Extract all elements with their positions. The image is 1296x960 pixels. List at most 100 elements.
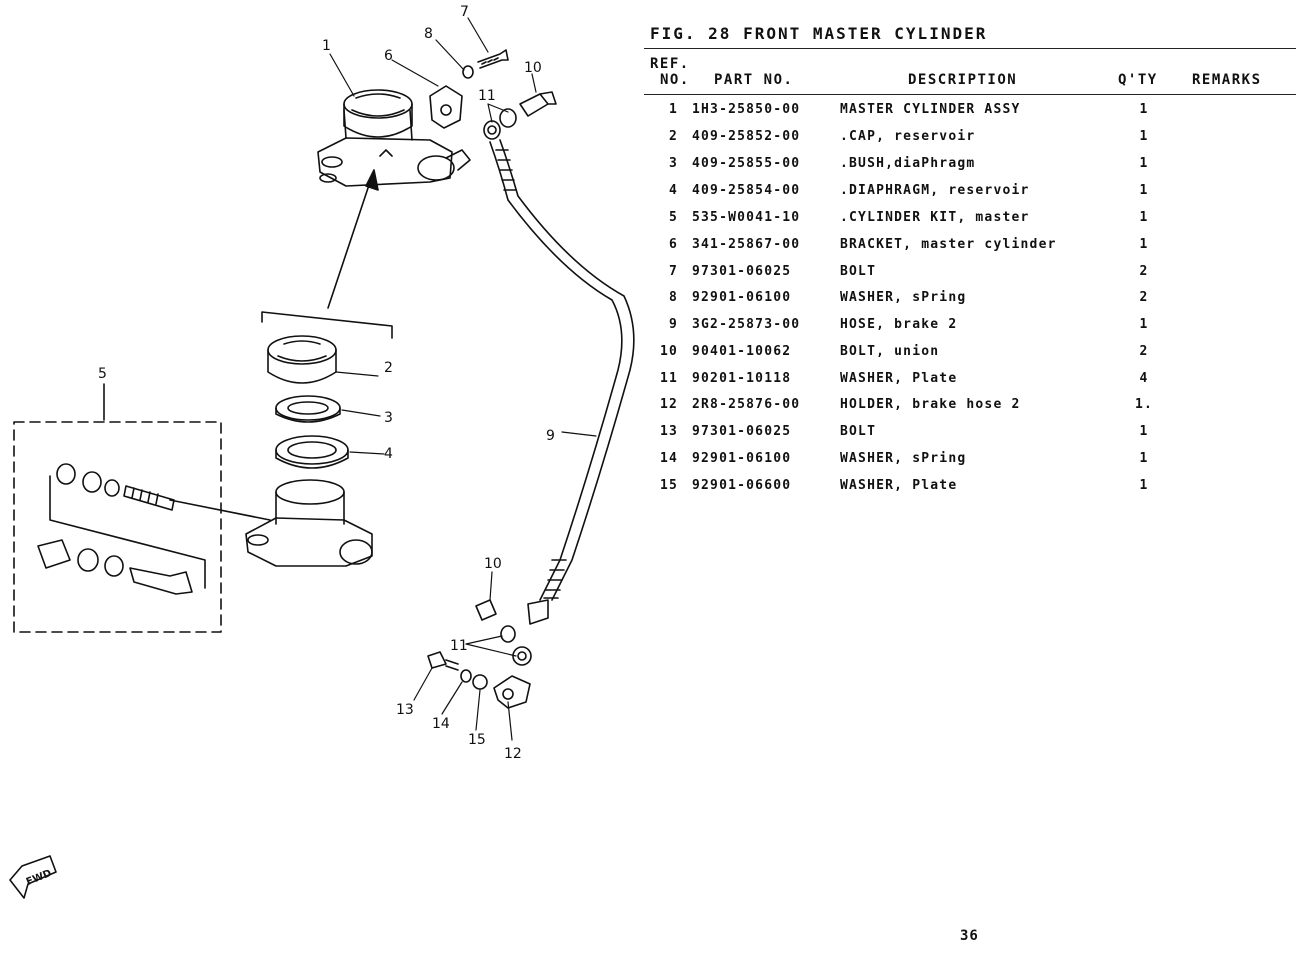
callout-15: 15 (468, 732, 486, 748)
table-row: 15 92901-06600 WASHER, Plate 1 (644, 478, 1296, 504)
part-no: 90401-10062 (692, 344, 792, 359)
table-row: 3 409-25855-00 .BUSH,diaPhragm 1 (644, 156, 1296, 182)
cap-part-drawing (267, 335, 337, 384)
ref-no: 14 (659, 451, 678, 466)
qty: 2 (1139, 264, 1149, 279)
callout-3: 3 (384, 410, 393, 426)
qty: 1 (1139, 424, 1149, 439)
description: BOLT (840, 264, 877, 279)
header-description: DESCRIPTION (908, 72, 1018, 88)
header-remarks: REMARKS (1192, 72, 1262, 88)
description: .DIAPHRAGM, reservoir (840, 183, 1030, 198)
description: .BUSH,diaPhragm (840, 156, 976, 171)
ref-no: 11 (659, 371, 678, 386)
part-no: 97301-06025 (692, 264, 792, 279)
ref-no: 6 (668, 237, 678, 252)
exploded-parts-diagram: 1 2 3 4 5 6 7 8 9 10 10 11 11 12 13 14 1… (9, 4, 635, 899)
page-number: 36 (960, 928, 979, 944)
part-no: 535-W0041-10 (692, 210, 801, 225)
description: HOSE, brake 2 (840, 317, 958, 332)
table-row: 2 409-25852-00 .CAP, reservoir 1 (644, 129, 1296, 155)
ref-no: 9 (668, 317, 678, 332)
part-no: 2R8-25876-00 (692, 397, 801, 412)
part-no: 341-25867-00 (692, 237, 801, 252)
brake-hose-drawing (489, 139, 635, 625)
header-qty: Q'TY (1118, 72, 1158, 88)
callout-14: 14 (432, 716, 450, 732)
table-row: 6 341-25867-00 BRACKET, master cylinder … (644, 237, 1296, 263)
table-row: 12 2R8-25876-00 HOLDER, brake hose 2 1. (644, 397, 1296, 423)
callout-11-lower: 11 (450, 638, 468, 654)
title-rule (644, 48, 1296, 49)
table-row: 14 92901-06100 WASHER, sPring 1 (644, 451, 1296, 477)
table-row: 5 535-W0041-10 .CYLINDER KIT, master 1 (644, 210, 1296, 236)
table-row: 13 97301-06025 BOLT 1 (644, 424, 1296, 450)
description: WASHER, sPring (840, 290, 967, 305)
table-row: 10 90401-10062 BOLT, union 2 (644, 344, 1296, 370)
part-no: 92901-06100 (692, 451, 792, 466)
ref-no: 8 (668, 290, 678, 305)
callout-labels: 1 2 3 4 5 6 7 8 9 10 10 11 11 12 13 14 1… (25, 4, 555, 888)
callout-6: 6 (384, 48, 393, 64)
description: MASTER CYLINDER ASSY (840, 102, 1021, 117)
part-no: 409-25855-00 (692, 156, 801, 171)
part-no: 409-25852-00 (692, 129, 801, 144)
qty: 2 (1139, 290, 1149, 305)
callout-4: 4 (384, 446, 393, 462)
part-no: 92901-06100 (692, 290, 792, 305)
table-row: 4 409-25854-00 .DIAPHRAGM, reservoir 1 (644, 183, 1296, 209)
header-ref-line2: NO. (660, 72, 690, 88)
qty: 1 (1139, 156, 1149, 171)
ref-no: 1 (668, 102, 678, 117)
qty: 1 (1139, 478, 1149, 493)
part-no: 90201-10118 (692, 371, 792, 386)
ref-no: 15 (659, 478, 678, 493)
bracket-part-drawing (429, 85, 463, 129)
cylinder-body-drawing (245, 479, 373, 567)
description: BOLT, union (840, 344, 940, 359)
description: BRACKET, master cylinder (840, 237, 1057, 252)
ref-no: 13 (659, 424, 678, 439)
description: WASHER, Plate (840, 478, 958, 493)
table-row: 9 3G2-25873-00 HOSE, brake 2 1 (644, 317, 1296, 343)
bush-part-drawing (275, 395, 341, 423)
ref-no: 5 (668, 210, 678, 225)
callout-7: 7 (460, 4, 469, 20)
ref-no: 10 (659, 344, 678, 359)
callout-10-top: 10 (524, 60, 542, 76)
callout-1: 1 (322, 38, 331, 54)
description: .CAP, reservoir (840, 129, 976, 144)
ref-no: 12 (659, 397, 678, 412)
table-row: 1 1H3-25850-00 MASTER CYLINDER ASSY 1 (644, 102, 1296, 128)
description: BOLT (840, 424, 877, 439)
part-no: 97301-06025 (692, 424, 792, 439)
qty: 1 (1139, 129, 1149, 144)
bolt-washer-drawing (462, 49, 509, 79)
qty: 4 (1139, 371, 1149, 386)
group-brace (261, 311, 393, 339)
master-cylinder-assembly-drawing (317, 89, 471, 187)
qty: 2 (1139, 344, 1149, 359)
qty: 1 (1139, 317, 1149, 332)
callout-10-lower: 10 (484, 556, 502, 572)
assembly-arrow (327, 175, 373, 309)
callout-12: 12 (504, 746, 522, 762)
callout-8: 8 (424, 26, 433, 42)
callout-5: 5 (98, 366, 107, 382)
callout-9: 9 (546, 428, 555, 444)
header-ref-line1: REF. (650, 56, 690, 72)
leader-lines (329, 17, 597, 741)
table-row: 8 92901-06100 WASHER, sPring 2 (644, 290, 1296, 316)
qty: 1 (1139, 183, 1149, 198)
part-no: 1H3-25850-00 (692, 102, 801, 117)
table-row: 11 90201-10118 WASHER, Plate 4 (644, 371, 1296, 397)
description: .CYLINDER KIT, master (840, 210, 1030, 225)
header-part-no: PART NO. (714, 72, 794, 88)
ref-no: 4 (668, 183, 678, 198)
qty: 1. (1134, 397, 1154, 412)
diaphragm-part-drawing (275, 435, 349, 469)
fwd-label: FWD (25, 868, 53, 888)
ref-no: 2 (668, 129, 678, 144)
qty: 1 (1139, 102, 1149, 117)
ref-no: 3 (668, 156, 678, 171)
